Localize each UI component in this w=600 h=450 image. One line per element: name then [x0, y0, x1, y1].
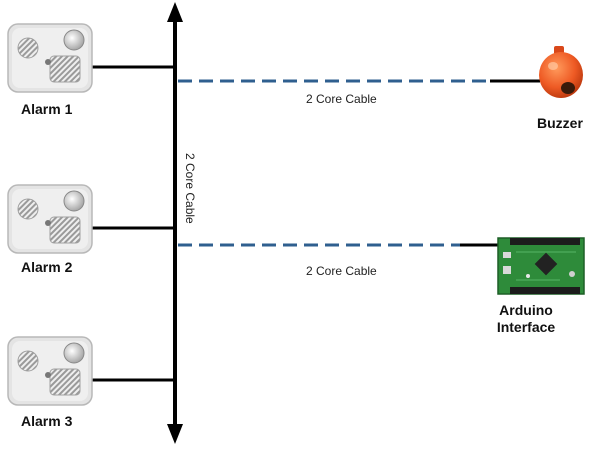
alarm-3-icon — [7, 336, 93, 406]
alarm-1-icon — [7, 23, 93, 93]
main-bus-line — [167, 2, 183, 444]
arduino-label-line2: Interface — [496, 319, 556, 335]
buzzer-icon — [539, 46, 583, 98]
alarm-1-label: Alarm 1 — [21, 101, 73, 117]
buzzer-cable-label: 2 Core Cable — [306, 92, 377, 106]
alarm-3-label: Alarm 3 — [21, 413, 73, 429]
arduino-label: Arduino Interface — [493, 302, 559, 336]
alarm-2-icon — [7, 184, 93, 254]
arduino-board-icon — [497, 237, 585, 295]
arduino-label-line1: Arduino — [499, 302, 553, 318]
arduino-cable-label: 2 Core Cable — [306, 264, 377, 278]
buzzer-label: Buzzer — [537, 115, 583, 131]
vertical-cable-label: 2 Core Cable — [183, 153, 197, 224]
arrow-down-icon — [167, 424, 183, 444]
arrow-up-icon — [167, 2, 183, 22]
alarm-2-label: Alarm 2 — [21, 259, 73, 275]
